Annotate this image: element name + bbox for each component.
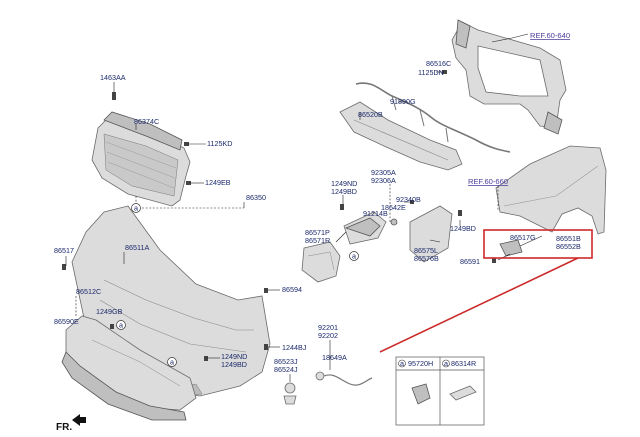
label-86350: 86350 xyxy=(246,193,266,202)
label-86523J: 86523J xyxy=(274,357,298,366)
legend-box: a 95720H a 86314R xyxy=(395,356,485,426)
label-86576B: 86576B xyxy=(414,254,439,263)
label-91890G: 91890G xyxy=(390,97,416,106)
lower-bumper-lip xyxy=(61,315,197,421)
radiator-support xyxy=(451,19,567,135)
callout-a-lamp: a xyxy=(352,252,356,261)
callout-a-lip: a xyxy=(119,321,123,330)
label-1249GB: 1249GB xyxy=(96,307,123,316)
callout-a-bumper: a xyxy=(170,358,174,367)
front-direction: FR. xyxy=(56,414,86,433)
label-1249EB: 1249EB xyxy=(205,178,231,187)
legend-marker-b: a xyxy=(444,359,448,368)
label-86552B: 86552B xyxy=(556,242,581,251)
parking-sensors xyxy=(283,371,373,405)
callout-markers: a a a a xyxy=(116,203,359,367)
side-bracket xyxy=(499,239,523,257)
radiator-grille xyxy=(91,111,191,207)
label-86551B: 86551B xyxy=(556,234,581,243)
label-1463AA: 1463AA xyxy=(100,73,126,82)
label-86590E: 86590E xyxy=(54,317,79,326)
highlight-box xyxy=(483,229,593,259)
energy-absorber xyxy=(339,101,463,171)
legend-part-95720H: 95720H xyxy=(408,359,433,368)
legend-part-86314R: 86314R xyxy=(451,359,476,368)
label-1244BJ: 1244BJ xyxy=(282,343,307,352)
label-86512C: 86512C xyxy=(76,287,101,296)
fog-lamp-bracket xyxy=(301,205,453,283)
label-1249BD: 1249BD xyxy=(331,187,357,196)
label-91214B: 91214B xyxy=(363,209,388,218)
label-86571P: 86571P xyxy=(305,228,330,237)
label-1249ND: 1249ND xyxy=(331,179,357,188)
label-1125KD: 1125KD xyxy=(207,139,232,148)
label-1249BD-right: 1249BD xyxy=(450,224,476,233)
label-86524J: 86524J xyxy=(274,365,298,374)
label-86575L: 86575L xyxy=(414,246,438,255)
ref-upper: REF.60-640 xyxy=(530,31,570,40)
fasteners xyxy=(62,70,496,361)
callout-a-grille: a xyxy=(134,204,138,213)
label-1125DN: 1125DN xyxy=(418,68,444,77)
front-label: FR. xyxy=(56,422,72,433)
part-labels: 1463AA 86374C 1125KD 1249EB 86350 86517 … xyxy=(54,59,581,374)
label-86374C: 86374C xyxy=(134,117,159,126)
label-86517: 86517 xyxy=(54,246,74,255)
label-18649A: 18649A xyxy=(322,353,347,362)
legend-marker-a: a xyxy=(400,359,404,368)
wire-harness xyxy=(355,82,511,153)
ref-fender: REF.60-660 xyxy=(468,177,508,186)
label-86594: 86594 xyxy=(282,285,302,294)
label-86591: 86591 xyxy=(460,257,480,266)
label-1249ND-bottom: 1249ND xyxy=(221,352,247,361)
label-1249BD-bottom: 1249BD xyxy=(221,360,247,369)
fender xyxy=(495,145,607,235)
label-86571R: 86571R xyxy=(305,236,330,245)
highlight-pointer xyxy=(379,257,579,353)
label-92306A: 92306A xyxy=(371,176,396,185)
label-92340B: 92340B xyxy=(396,195,421,204)
label-86516C: 86516C xyxy=(426,59,451,68)
label-92202: 92202 xyxy=(318,331,338,340)
front-arrow-icon xyxy=(72,414,86,426)
label-86517G: 86517G xyxy=(510,233,536,242)
label-86511A: 86511A xyxy=(125,243,149,252)
label-92305A: 92305A xyxy=(371,168,396,177)
label-92201: 92201 xyxy=(318,323,338,332)
label-18642E: 18642E xyxy=(381,203,406,212)
label-86520B: 86520B xyxy=(358,110,383,119)
